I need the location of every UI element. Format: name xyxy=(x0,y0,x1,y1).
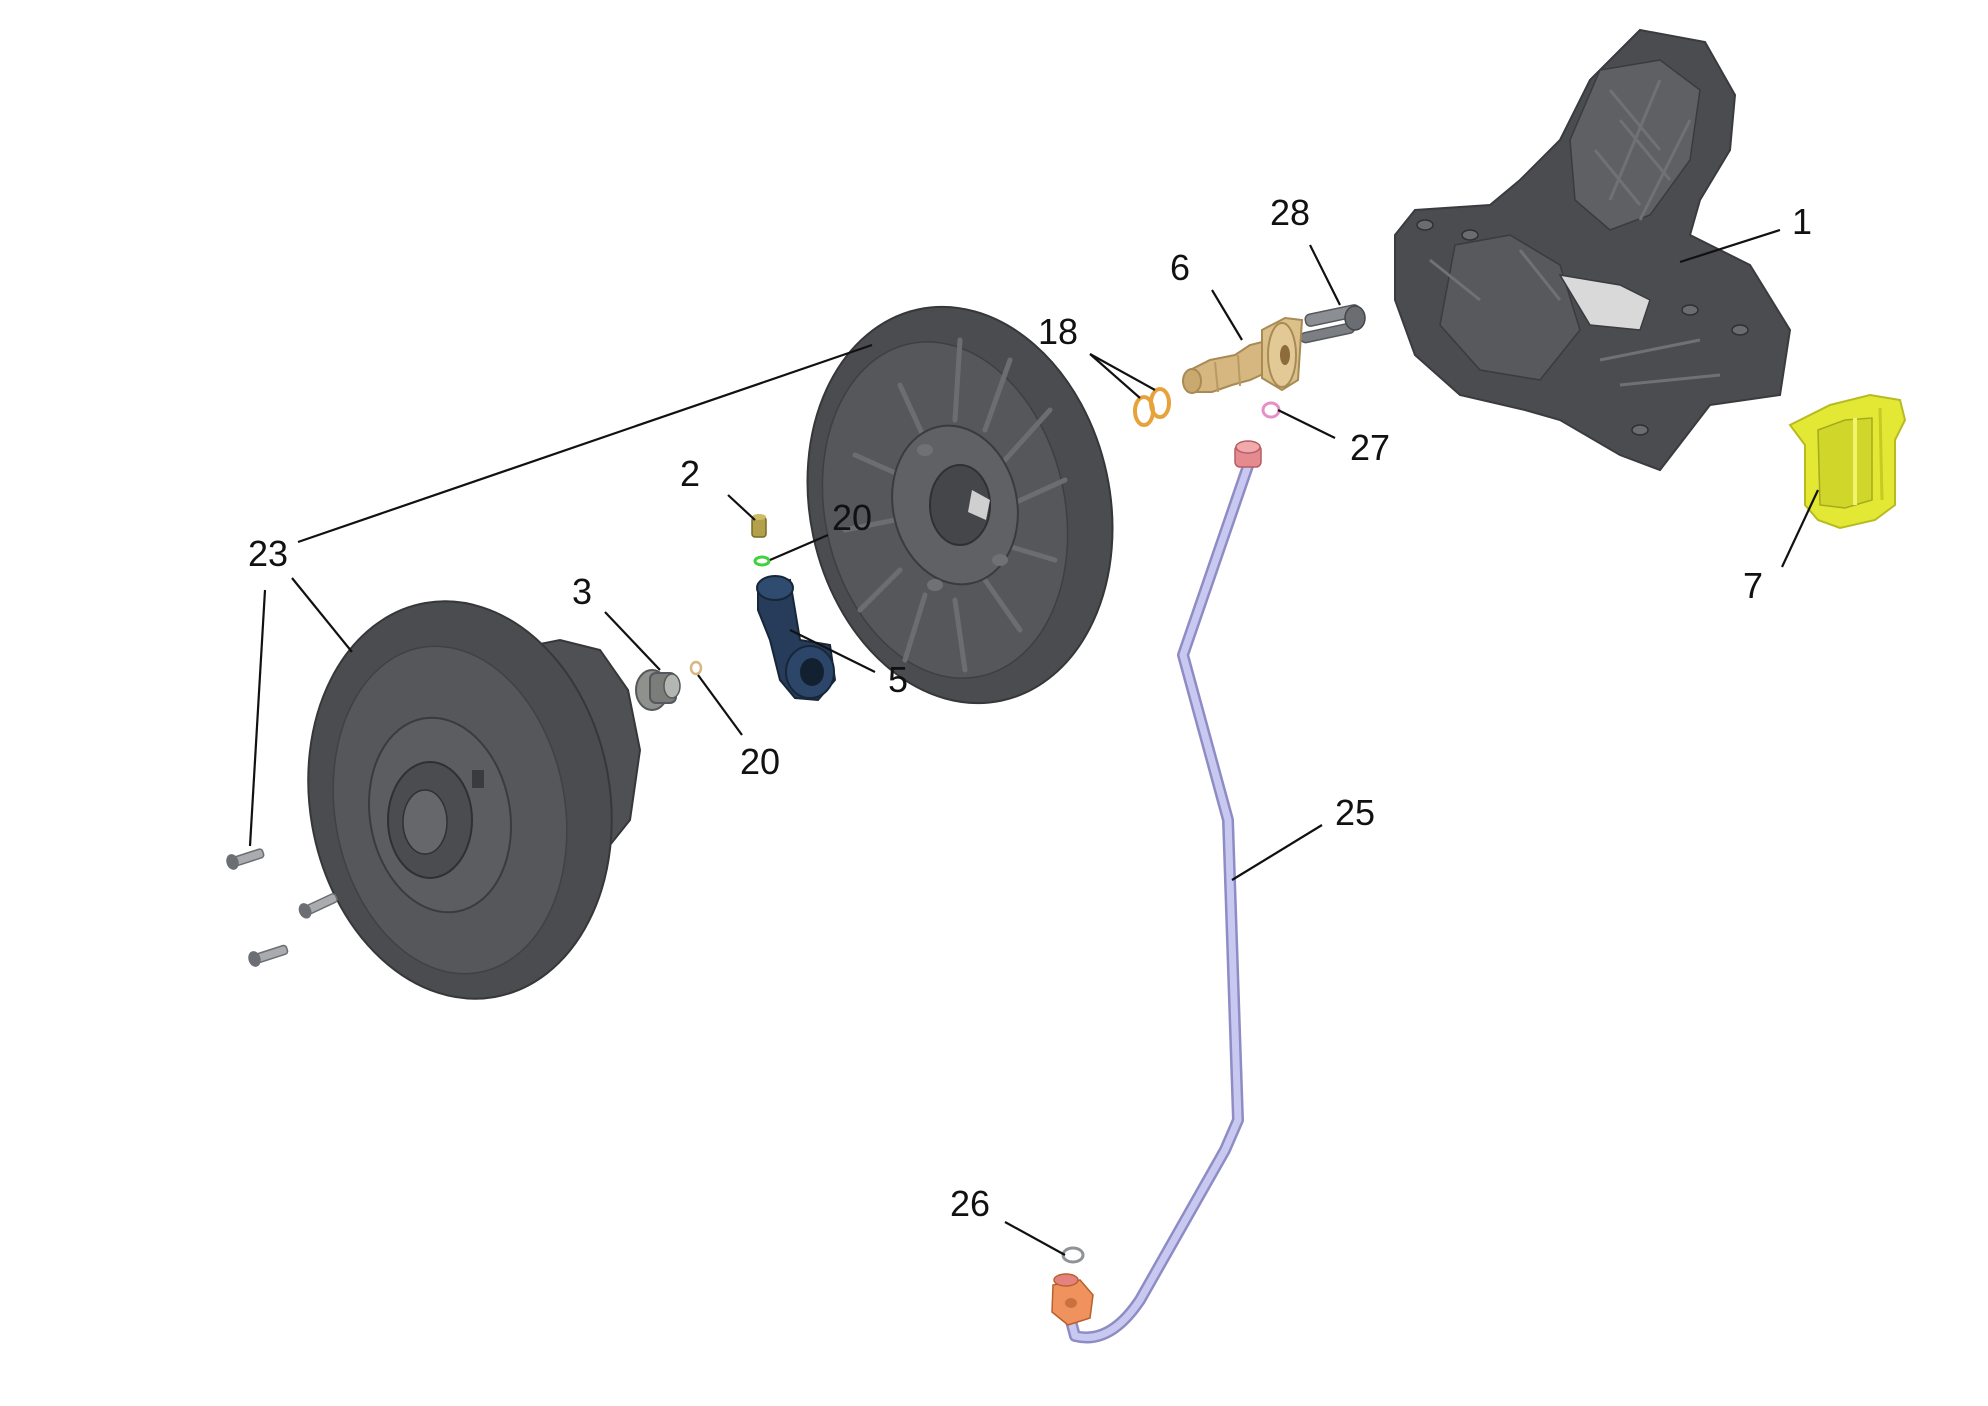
leader-5 xyxy=(789,629,876,673)
part-3-valve-nut[interactable] xyxy=(635,669,681,711)
leader-18a xyxy=(1089,353,1141,399)
callout-20-upper: 20 xyxy=(832,497,872,538)
leader-25 xyxy=(1231,824,1323,881)
callout-1: 1 xyxy=(1792,201,1812,242)
callout-3: 3 xyxy=(572,571,592,612)
callout-2: 2 xyxy=(680,453,700,494)
leader-27 xyxy=(1277,409,1336,439)
part-25-tube-lower-nut[interactable] xyxy=(1051,1273,1094,1326)
leader-23-rear xyxy=(297,343,873,544)
leader-26 xyxy=(1004,1221,1066,1256)
leader-lines xyxy=(248,228,1819,1256)
leader-7 xyxy=(1781,489,1819,568)
part-1-housing-bracket[interactable] xyxy=(1394,28,1792,472)
part-25-tube-upper-end[interactable] xyxy=(1234,440,1262,468)
part-2-brass-nipple[interactable] xyxy=(751,514,767,538)
part-23-screws[interactable] xyxy=(224,844,339,968)
part-28-screw-bracket[interactable] xyxy=(1299,304,1366,344)
part-20-o-ring-lower[interactable] xyxy=(689,660,703,676)
part-5-elbow-connector[interactable] xyxy=(756,575,837,702)
part-23-drum-hub-front[interactable] xyxy=(278,577,643,1023)
callout-18: 18 xyxy=(1038,311,1078,352)
part-7-yellow-clip[interactable] xyxy=(1788,393,1907,530)
callout-7: 7 xyxy=(1743,565,1763,606)
leader-1 xyxy=(1679,228,1781,264)
callout-20-lower: 20 xyxy=(740,741,780,782)
leader-23-front xyxy=(291,577,353,653)
callout-25: 25 xyxy=(1335,792,1375,833)
part-18-o-rings[interactable] xyxy=(1133,387,1171,427)
leader-23-screws xyxy=(248,589,267,847)
callout-5: 5 xyxy=(888,659,908,700)
callout-labels: 1 2 3 5 6 7 18 20 20 23 25 26 27 28 xyxy=(248,192,1812,1224)
leader-2 xyxy=(727,494,756,521)
leader-3 xyxy=(604,611,661,671)
leader-20b xyxy=(697,674,743,736)
leader-6 xyxy=(1211,289,1243,341)
callout-27: 27 xyxy=(1350,427,1390,468)
part-6-brass-fitting[interactable] xyxy=(1182,316,1304,394)
part-25-hose-tube[interactable] xyxy=(1062,454,1256,1344)
callout-28: 28 xyxy=(1270,192,1310,233)
leader-20a xyxy=(769,533,829,562)
callout-6: 6 xyxy=(1170,247,1190,288)
part-23-drum-disc-rear[interactable] xyxy=(772,278,1149,732)
callout-26: 26 xyxy=(950,1183,990,1224)
leader-18b xyxy=(1089,353,1156,391)
callout-23: 23 xyxy=(248,533,288,574)
part-20-o-ring-upper[interactable] xyxy=(753,555,771,567)
leader-28 xyxy=(1309,244,1341,306)
